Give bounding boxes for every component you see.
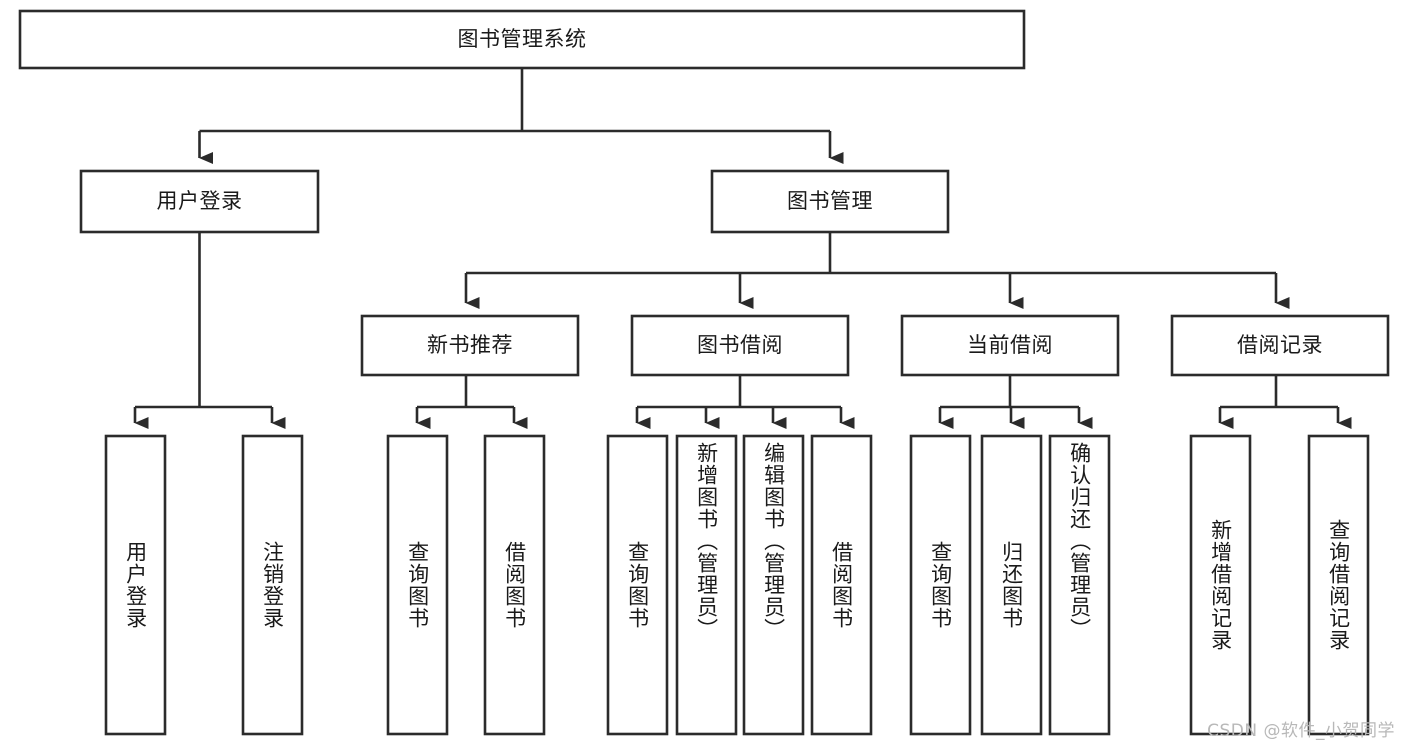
node-box-book-borrow[interactable] — [630, 314, 850, 377]
node-box-user-login[interactable] — [79, 169, 320, 234]
node-box-leaf-add-book[interactable] — [675, 434, 738, 736]
node-box-new-book-recommend[interactable] — [360, 314, 580, 377]
node-box-borrow-record[interactable] — [1170, 314, 1390, 377]
node-box-root[interactable] — [18, 9, 1026, 70]
node-box-leaf-edit-book[interactable] — [742, 434, 805, 736]
node-box-leaf-return-book[interactable] — [980, 434, 1043, 736]
node-box-leaf-logout[interactable] — [241, 434, 304, 736]
node-box-leaf-borrow-book-1[interactable] — [483, 434, 546, 736]
node-box-leaf-query-book-2[interactable] — [606, 434, 669, 736]
node-box-leaf-borrow-book-2[interactable] — [810, 434, 873, 736]
node-box-leaf-confirm-return[interactable] — [1048, 434, 1111, 736]
node-box-leaf-add-record[interactable] — [1189, 434, 1252, 736]
node-box-leaf-query-record[interactable] — [1307, 434, 1370, 736]
node-box-leaf-user-login[interactable] — [104, 434, 167, 736]
node-box-leaf-query-book-3[interactable] — [909, 434, 972, 736]
node-box-current-borrow[interactable] — [900, 314, 1120, 377]
node-box-leaf-query-book-1[interactable] — [386, 434, 449, 736]
node-box-book-management[interactable] — [710, 169, 950, 234]
